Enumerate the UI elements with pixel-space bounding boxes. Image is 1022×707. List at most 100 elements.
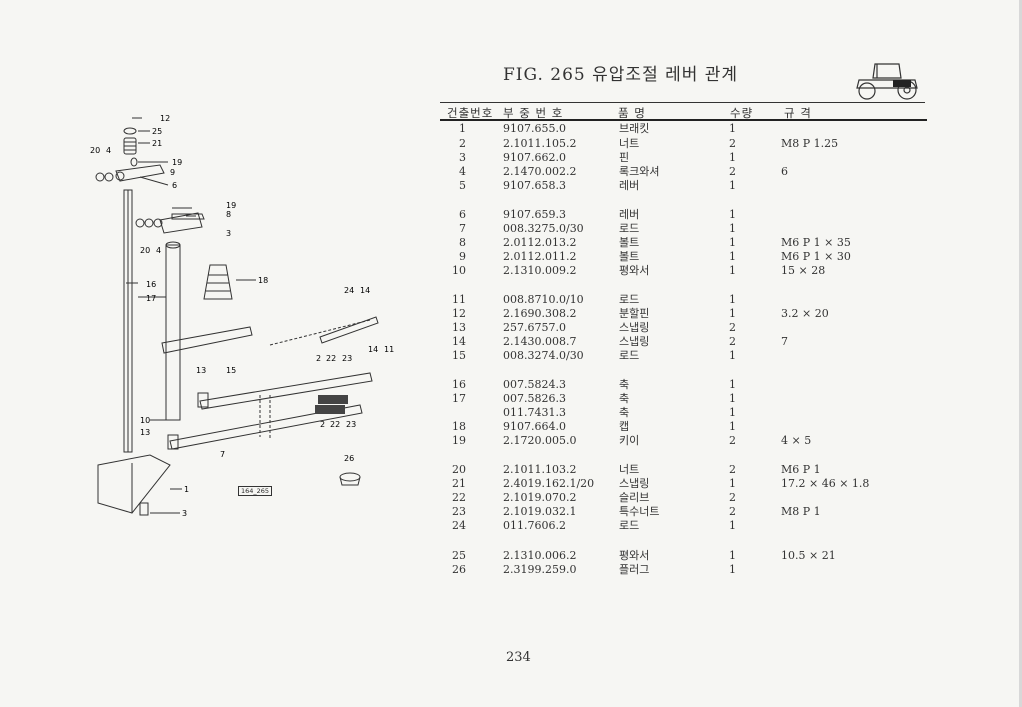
- row-qty: 1: [729, 122, 736, 135]
- row-no: 23: [452, 505, 466, 518]
- row-qty: 1: [729, 549, 736, 562]
- callout-19b: 19: [226, 201, 236, 210]
- row-qty: 2: [729, 491, 736, 504]
- callout-3: 3: [226, 229, 231, 238]
- header-name: 품 명: [618, 106, 646, 120]
- row-qty: 2: [729, 335, 736, 348]
- row-no: 17: [452, 392, 466, 405]
- header-spec: 규 격: [784, 106, 812, 120]
- row-no: 7: [459, 222, 466, 235]
- row-spec: 17.2 × 46 × 1.8: [781, 477, 870, 490]
- table-top-rule: [440, 102, 925, 103]
- row-name: 플러그: [619, 563, 650, 576]
- row-part: 9107.659.3: [503, 208, 566, 221]
- row-no: 3: [459, 151, 466, 164]
- callout-2: 2: [316, 354, 321, 363]
- row-spec: 15 × 28: [781, 264, 826, 277]
- callout-14: 14: [360, 286, 370, 295]
- row-no: 1: [459, 122, 466, 135]
- row-part: 9107.662.0: [503, 151, 566, 164]
- row-name: 평와서: [619, 549, 650, 562]
- callout-19: 19: [172, 158, 182, 167]
- callout-11: 11: [384, 345, 394, 354]
- row-part: 2.1019.032.1: [503, 505, 577, 518]
- row-no: 24: [452, 519, 466, 532]
- row-name: 로드: [619, 293, 640, 306]
- row-part: 011.7606.2: [503, 519, 566, 532]
- row-qty: 1: [729, 420, 736, 433]
- row-part: 007.5826.3: [503, 392, 566, 405]
- callout-1: 1: [184, 485, 189, 494]
- row-no: 4: [459, 165, 466, 178]
- row-no: 6: [459, 208, 466, 221]
- row-part: 9107.664.0: [503, 420, 566, 433]
- callout-23: 23: [342, 354, 352, 363]
- callout-20: 20: [90, 146, 100, 155]
- table-header-rule: [440, 119, 927, 121]
- row-part: 9107.658.3: [503, 179, 566, 192]
- row-part: 2.1019.070.2: [503, 491, 577, 504]
- row-part: 2.0112.013.2: [503, 236, 577, 249]
- callout-18: 18: [258, 276, 268, 285]
- callout-10: 10: [140, 416, 150, 425]
- row-part: 008.3275.0/30: [503, 222, 584, 235]
- row-qty: 1: [729, 563, 736, 576]
- row-spec: 3.2 × 20: [781, 307, 829, 320]
- row-part: 2.1310.006.2: [503, 549, 577, 562]
- parts-diagram: 12 25 21 20 4 19 9 6 19 8 3 20 4 18 16 1…: [90, 114, 394, 518]
- callout-16: 16: [146, 280, 156, 289]
- row-part: 2.1011.103.2: [503, 463, 577, 476]
- callout-24: 24: [344, 286, 354, 295]
- callout-2b: 2: [320, 420, 325, 429]
- row-no: 14: [452, 335, 466, 348]
- row-name: 브래킷: [619, 122, 650, 135]
- row-qty: 1: [729, 349, 736, 362]
- row-name: 레버: [619, 179, 640, 192]
- header-no: 건출번호: [447, 106, 494, 120]
- callout-13b: 13: [140, 428, 150, 437]
- callout-15: 15: [226, 366, 236, 375]
- row-name: 핀: [619, 151, 630, 164]
- row-part: 007.5824.3: [503, 378, 566, 391]
- row-part: 2.1310.009.2: [503, 264, 577, 277]
- row-part: 2.1470.002.2: [503, 165, 577, 178]
- row-no: 5: [459, 179, 466, 192]
- row-qty: 1: [729, 406, 736, 419]
- row-part: 2.4019.162.1/20: [503, 477, 595, 490]
- row-name: 키이: [619, 434, 640, 447]
- row-qty: 1: [729, 519, 736, 532]
- row-name: 슬리브: [619, 491, 650, 504]
- row-no: 20: [452, 463, 466, 476]
- row-name: 볼트: [619, 250, 640, 263]
- row-name: 스냅링: [619, 335, 650, 348]
- row-no: 2: [459, 137, 466, 150]
- row-qty: 1: [729, 264, 736, 277]
- row-qty: 2: [729, 463, 736, 476]
- callout-12: 12: [160, 114, 170, 123]
- row-name: 축: [619, 378, 630, 391]
- row-name: 축: [619, 406, 630, 419]
- row-name: 록크와셔: [619, 165, 660, 178]
- row-no: 16: [452, 378, 466, 391]
- row-name: 캡: [619, 420, 630, 433]
- row-spec: 6: [781, 165, 788, 178]
- callout-22: 22: [326, 354, 336, 363]
- row-name: 로드: [619, 519, 640, 532]
- row-part: 008.8710.0/10: [503, 293, 584, 306]
- callout-17: 17: [146, 294, 156, 303]
- page-number: 234: [506, 650, 531, 665]
- row-no: 18: [452, 420, 466, 433]
- row-no: 21: [452, 477, 466, 490]
- row-spec: M8 P 1.25: [781, 137, 839, 150]
- row-qty: 1: [729, 208, 736, 221]
- row-no: 13: [452, 321, 466, 334]
- row-spec: 7: [781, 335, 788, 348]
- row-name: 분할핀: [619, 307, 650, 320]
- row-spec: M6 P 1 × 30: [781, 250, 851, 263]
- callout-13: 13: [196, 366, 206, 375]
- row-spec: M6 P 1 × 35: [781, 236, 851, 249]
- row-name: 너트: [619, 463, 640, 476]
- row-name: 스냅링: [619, 321, 650, 334]
- callout-4b: 4: [156, 246, 161, 255]
- row-name: 축: [619, 392, 630, 405]
